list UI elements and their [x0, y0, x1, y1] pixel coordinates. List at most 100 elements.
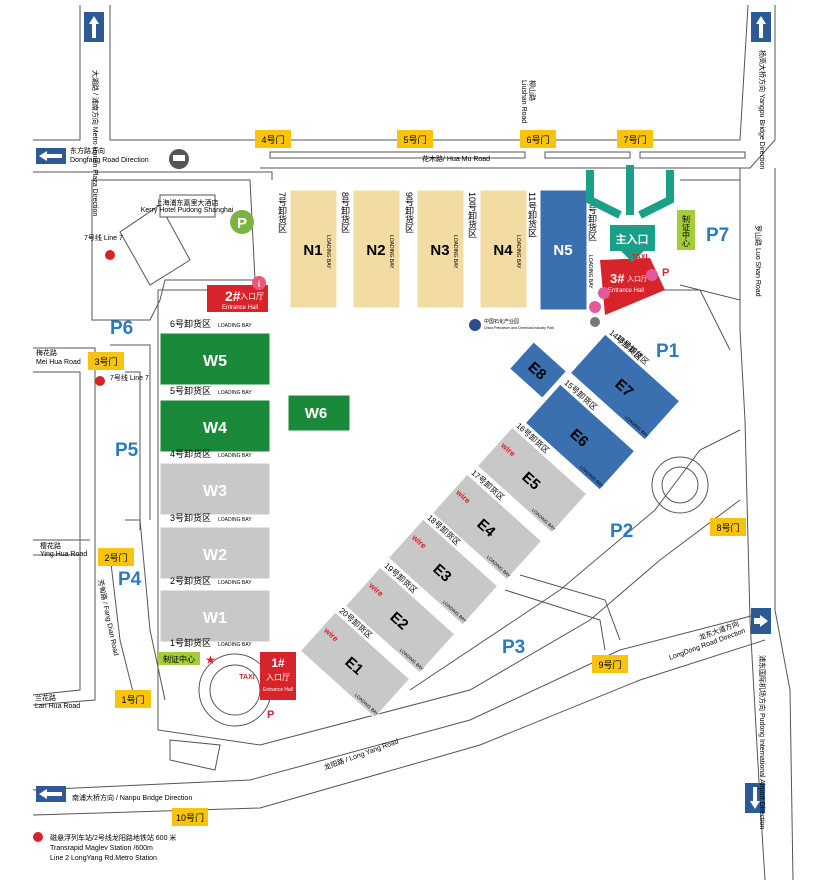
- gate-1[interactable]: 1号门: [115, 690, 151, 708]
- road-huamu: 花木路/ Hua Mu Road: [422, 154, 490, 163]
- gate-3[interactable]: 3号门: [88, 352, 124, 370]
- loading-bay-label: LOADING BAY: [218, 580, 252, 586]
- loading-bay-label: LOADING BAY: [388, 235, 394, 269]
- hall-n2[interactable]: [352, 189, 401, 309]
- bay-label: 1号卸货区: [170, 637, 211, 648]
- gate-5[interactable]: 5号门: [397, 130, 433, 148]
- svg-text:P: P: [267, 709, 274, 721]
- info-icon: [252, 276, 266, 290]
- road-labels: 大湖路 / 浦南方向 Metro Hunan Plaza Direction 东…: [35, 50, 767, 829]
- entrance-1[interactable]: [260, 652, 296, 700]
- road-pudong-airport: 浦东国际机场方向 Pudong International Airport Di…: [758, 655, 767, 829]
- sinopec-cn: 中国石化产业园: [484, 318, 519, 325]
- hall-w3[interactable]: [159, 462, 271, 516]
- road-metro-hunan: 大湖路 / 浦南方向 Metro Hunan Plaza Direction: [91, 70, 100, 216]
- loading-bay-label: LOADING BAY: [587, 255, 593, 289]
- entrance-2-num: 2#: [225, 288, 241, 304]
- road-luoshan: 罗山路 Luo Shan Road: [754, 225, 763, 297]
- gate-2[interactable]: 2号门: [98, 548, 134, 566]
- hall-n1[interactable]: [289, 189, 338, 309]
- road-liushan-cn: 柳山路: [528, 80, 537, 101]
- parking-p5: P5: [115, 440, 139, 461]
- hall-n5-label: N5: [553, 242, 572, 259]
- hall-n2-label: N2: [366, 242, 385, 259]
- entrance-2[interactable]: [207, 285, 268, 312]
- footer-en2: Line 2 LongYang Rd.Metro Station: [50, 855, 157, 862]
- hall-w2[interactable]: [159, 526, 271, 580]
- road-lanhua-en: Lan Hua Road: [35, 703, 80, 710]
- bay-label: 10号卸货区: [467, 192, 477, 238]
- hall-w6[interactable]: [287, 394, 351, 432]
- main-entrance-label: 主入口: [616, 232, 649, 246]
- entrance-3-num: 3#: [610, 271, 625, 286]
- hall-n4[interactable]: [479, 189, 528, 309]
- hall-n1-label: N1: [303, 242, 322, 259]
- bay-label: 4号卸货区: [170, 448, 211, 459]
- kerry-hotel-cn: 上海浦东嘉里大酒店: [156, 198, 219, 207]
- bay-label: 5号卸货区: [170, 385, 211, 396]
- parking-p4: P4: [118, 569, 142, 590]
- hall-w5[interactable]: [159, 332, 271, 386]
- cert-center-right-label: 制证中心: [682, 214, 691, 247]
- road-yinghua-cn: 樱花路: [40, 541, 61, 550]
- footer-cn: 磁悬浮列车站/2号线龙阳路地铁站 600 米: [50, 833, 176, 842]
- sinopec-logo: [469, 319, 481, 331]
- gates: 1号门 2号门 3号门 4号门 5号门 6号门 7号门 8号门 9号门 10号门: [88, 130, 746, 826]
- road-yanggao: 杨高大桥方向 Yangpu Bridge Direction: [758, 50, 767, 169]
- hall-w5-label: W5: [203, 353, 227, 370]
- gate-4[interactable]: 4号门: [255, 130, 291, 148]
- hall-w4[interactable]: [159, 399, 271, 453]
- parking-p7: P7: [706, 225, 729, 246]
- cert-center-left-label: 制证中心: [163, 654, 195, 664]
- gate-9[interactable]: 9号门: [592, 655, 628, 673]
- entrance-3-en: Entrance Hall: [608, 288, 644, 294]
- svg-text:P: P: [662, 267, 669, 279]
- gate-label: 6号门: [526, 134, 549, 145]
- gate-label: 10号门: [176, 812, 204, 823]
- hall-e8[interactable]: E8: [508, 341, 568, 399]
- gate-8[interactable]: 8号门: [710, 518, 746, 536]
- hall-n4-label: N4: [493, 242, 513, 259]
- hall-w1[interactable]: [159, 589, 271, 643]
- loading-bay-label: LOADING BAY: [515, 235, 521, 269]
- parking-p2: P2: [610, 521, 633, 542]
- line7-top: 7号线 Line 7: [84, 233, 123, 242]
- road-liushan-en: Liushan Road: [520, 80, 527, 123]
- metro-icon-bottom: [33, 832, 43, 842]
- bay-label: 6号卸货区: [170, 318, 211, 329]
- gate-7[interactable]: 7号门: [617, 130, 653, 148]
- road-yinghua-en: Ying Hua Road: [40, 551, 87, 558]
- road-dongfang-en: Dongfang Road Direction: [70, 157, 149, 164]
- road-network: [32, 4, 794, 881]
- gate-6[interactable]: 6号门: [520, 130, 556, 148]
- entrance-3[interactable]: [600, 258, 665, 315]
- gate-10[interactable]: 10号门: [172, 808, 208, 826]
- entrance-1-en: Entrance Hall: [263, 687, 293, 693]
- gate-label: 8号门: [716, 522, 739, 533]
- gate-label: 9号门: [598, 659, 621, 670]
- entrance-1-cn: 入口厅: [266, 673, 290, 682]
- loading-bay-label: LOADING BAY: [218, 517, 252, 523]
- hall-n5[interactable]: [539, 189, 588, 311]
- hall-n3[interactable]: [416, 189, 465, 309]
- svg-text:P: P: [237, 215, 247, 232]
- gate-label: 1号门: [121, 694, 144, 705]
- bay-label: 9号卸货区: [404, 192, 414, 233]
- main-entrance-arrows: [586, 165, 674, 219]
- metro-icon-mid: [95, 376, 105, 386]
- road-longyang: 龙阳路 / Long Yang Road: [323, 736, 400, 771]
- hall-n3-label: N3: [430, 242, 449, 259]
- road-meihua-cn: 梅花路: [36, 348, 57, 357]
- loading-bay-label: LOADING BAY: [218, 453, 252, 459]
- bay-label: 7号卸货区: [277, 192, 287, 233]
- bay-label: 2号卸货区: [170, 575, 211, 586]
- cert-center-left: [158, 652, 200, 665]
- gate-label: 4号门: [261, 134, 284, 145]
- bay-label: 11号卸货区: [527, 192, 537, 237]
- hall-w6-label: W6: [305, 405, 328, 422]
- main-entrance[interactable]: [610, 225, 655, 251]
